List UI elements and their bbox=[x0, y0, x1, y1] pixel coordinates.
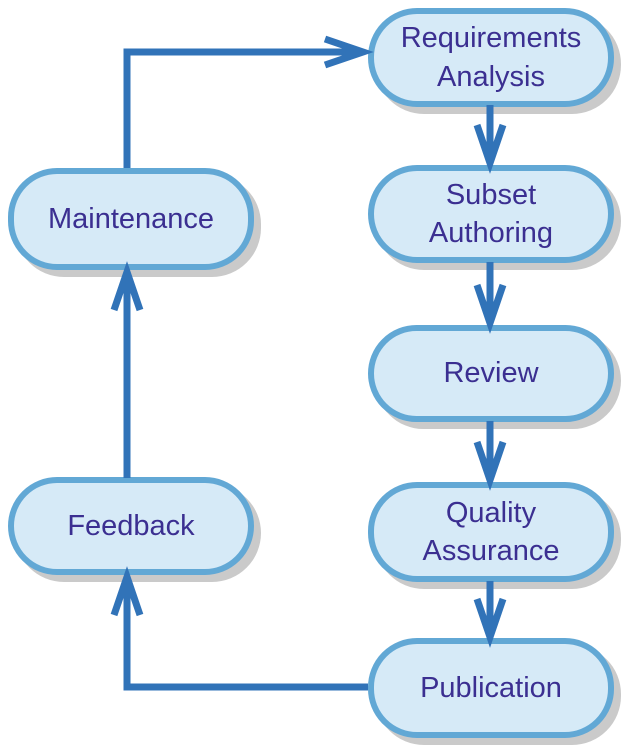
arrow-qa-to-publication bbox=[473, 581, 507, 648]
node-feedback-label: Feedback bbox=[67, 509, 195, 542]
node-maintenance: Maintenance bbox=[8, 168, 254, 270]
node-quality-assurance-label: Quality Assurance bbox=[422, 496, 560, 567]
node-review-label: Review bbox=[443, 357, 539, 390]
arrow-feedback-to-maintenance bbox=[110, 261, 144, 478]
node-maintenance-label: Maintenance bbox=[47, 202, 215, 235]
arrow-maintenance-to-requirements bbox=[123, 35, 374, 168]
node-publication-label: Publication bbox=[420, 671, 562, 704]
node-publication: Publication bbox=[368, 638, 614, 738]
node-subset-authoring-label: Subset Authoring bbox=[428, 178, 554, 249]
node-feedback: Feedback bbox=[8, 477, 254, 575]
node-quality-assurance: Quality Assurance bbox=[368, 482, 614, 582]
node-requirements-analysis-label: Requirements Analysis bbox=[400, 22, 582, 93]
node-subset-authoring: Subset Authoring bbox=[368, 165, 614, 263]
arrow-authoring-to-review bbox=[473, 262, 507, 334]
node-review: Review bbox=[368, 325, 614, 422]
arrow-review-to-qa bbox=[473, 421, 507, 491]
arrow-publication-to-feedback bbox=[110, 566, 368, 691]
node-requirements-analysis: Requirements Analysis bbox=[368, 8, 614, 107]
arrow-requirements-to-authoring bbox=[473, 105, 507, 174]
